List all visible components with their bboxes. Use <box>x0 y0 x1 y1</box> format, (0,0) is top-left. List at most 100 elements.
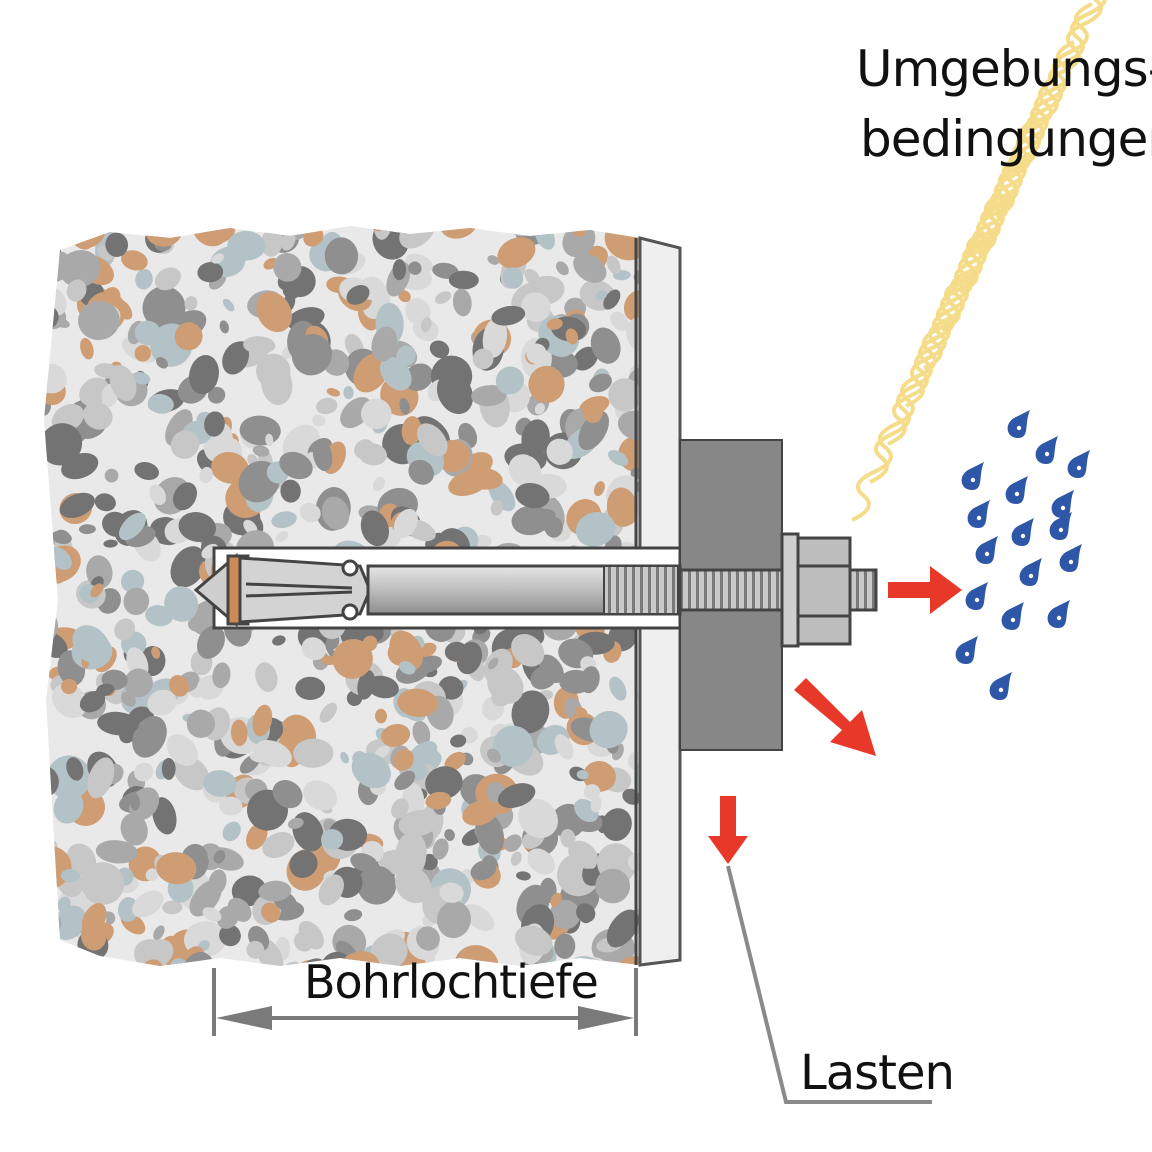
heat-wave-line <box>941 40 1075 332</box>
pebble <box>393 749 414 771</box>
pebble <box>173 482 197 511</box>
pebble <box>272 635 286 646</box>
pebble <box>81 903 107 935</box>
pebble <box>526 343 547 364</box>
pebble <box>546 438 573 465</box>
pebble <box>149 226 166 231</box>
pebble <box>262 831 295 859</box>
pebble <box>437 901 471 939</box>
pebble <box>44 363 67 394</box>
pebble <box>145 868 159 882</box>
pebble <box>554 933 576 959</box>
pebble <box>408 261 422 275</box>
pebble <box>420 317 432 333</box>
pebble <box>44 226 59 245</box>
pebble <box>131 371 151 385</box>
pebble <box>44 423 83 466</box>
pebble <box>565 328 579 345</box>
pebble <box>117 897 139 922</box>
pebble <box>595 868 631 904</box>
pebble <box>280 479 301 503</box>
pebble <box>435 291 452 304</box>
wedge-anchor-bolt <box>193 532 878 648</box>
pebble <box>357 670 376 700</box>
pebble <box>320 655 337 665</box>
pebble <box>472 348 494 370</box>
pebble <box>189 354 219 395</box>
pebble <box>202 907 222 922</box>
pebble <box>216 905 239 929</box>
pebble <box>397 688 438 717</box>
pebble <box>581 399 604 423</box>
water-drop-highlight <box>1044 451 1050 457</box>
pebble <box>293 931 313 952</box>
pebble <box>404 363 434 391</box>
pebble <box>416 926 440 951</box>
pebble <box>51 530 72 545</box>
pebble <box>373 476 385 492</box>
pebble <box>324 237 359 275</box>
pebble <box>408 459 435 485</box>
pebble <box>606 487 638 527</box>
heat-wave-line <box>887 154 1021 446</box>
pebble <box>398 809 439 837</box>
pebble <box>60 868 81 883</box>
heat-wave-line <box>923 78 1057 370</box>
pebble <box>326 388 341 397</box>
pebble <box>595 290 608 301</box>
pebble <box>280 231 296 251</box>
pebble <box>452 288 472 317</box>
pebble <box>576 903 596 923</box>
pebble <box>550 892 562 907</box>
water-drop-icon <box>955 636 978 664</box>
water-drop-icon <box>1035 436 1058 464</box>
pebble <box>246 940 265 959</box>
pebble <box>149 484 167 506</box>
loads-leader-line <box>726 865 932 1104</box>
pebble <box>429 340 450 359</box>
pebble <box>121 250 148 271</box>
pebble <box>617 410 640 441</box>
environment-label-line2: bedingungen <box>860 110 1152 168</box>
pebble <box>353 353 389 393</box>
water-drop-highlight <box>1068 559 1074 565</box>
pebble <box>293 738 334 768</box>
pebble <box>272 780 303 809</box>
pebble <box>462 800 499 826</box>
pebble <box>243 336 276 355</box>
water-drop-highlight <box>1020 533 1026 539</box>
pebble <box>350 853 378 872</box>
pebble <box>53 790 84 824</box>
pebble <box>487 255 500 265</box>
pebble <box>184 296 198 311</box>
pebble <box>101 287 121 307</box>
water-drop-icon <box>1001 602 1024 630</box>
pebble <box>528 365 565 404</box>
pebble <box>391 798 409 819</box>
pebble <box>186 709 216 738</box>
pebble <box>265 433 274 447</box>
pebble <box>291 334 333 376</box>
pebble <box>590 327 621 364</box>
pebble <box>482 317 508 358</box>
pebble <box>448 270 479 290</box>
pebble <box>44 584 50 604</box>
pebble <box>135 268 153 290</box>
pebble <box>357 865 397 905</box>
pebble <box>395 866 432 904</box>
pebble <box>321 829 344 850</box>
pebble <box>80 337 94 360</box>
pebble <box>169 674 189 697</box>
pebble <box>178 512 217 542</box>
pebble <box>295 676 326 701</box>
water-drop-highlight <box>1056 615 1062 621</box>
pebble <box>440 226 479 239</box>
pebble <box>590 795 602 813</box>
water-drop-icon <box>961 462 984 490</box>
pebble <box>521 419 550 458</box>
pebble <box>574 706 588 716</box>
pebble <box>483 648 513 684</box>
pebble <box>134 461 159 481</box>
pebble <box>491 305 526 326</box>
